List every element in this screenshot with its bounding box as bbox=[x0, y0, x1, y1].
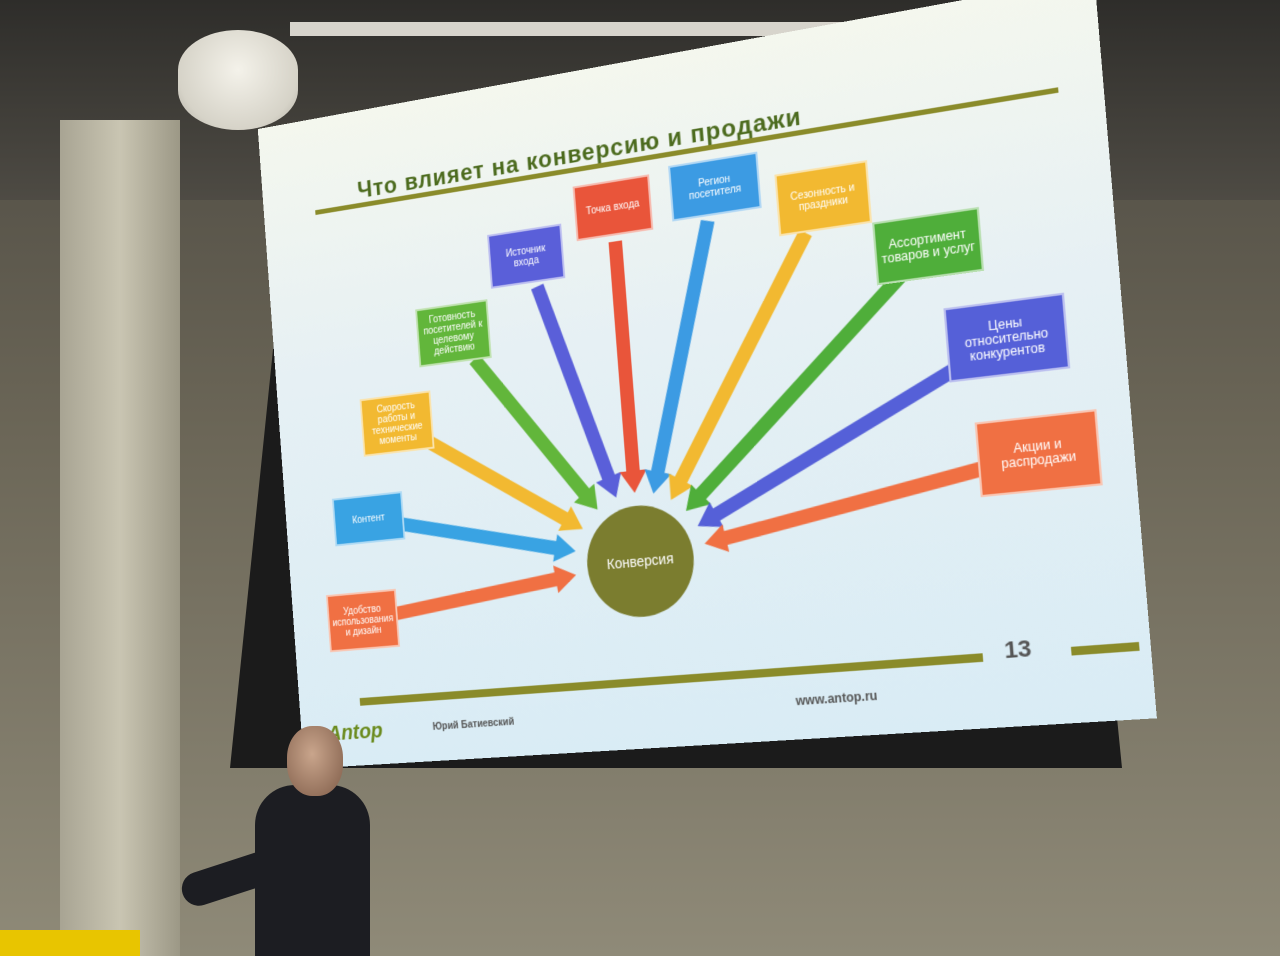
factor-arrow bbox=[421, 415, 583, 545]
yellow-desk bbox=[0, 930, 140, 956]
factor-box: Цены относительно конкурентов bbox=[943, 292, 1071, 383]
factor-arrow bbox=[390, 563, 579, 621]
factor-box: Источник входа bbox=[487, 223, 566, 289]
factor-box: Скорость работы и технические моменты bbox=[359, 390, 435, 457]
factor-box: Контент bbox=[331, 491, 406, 547]
arrows-layer bbox=[390, 217, 1001, 621]
factor-box: Готовность посетителей к целевому действ… bbox=[415, 299, 492, 368]
presenter bbox=[255, 785, 370, 956]
factor-arrow bbox=[626, 217, 736, 495]
factor-arrow bbox=[700, 457, 1001, 555]
page-number: 13 bbox=[1003, 634, 1033, 664]
pillar bbox=[60, 120, 180, 956]
factor-box: Удобство использования и дизайн bbox=[325, 588, 400, 653]
slide-wrapper: Что влияет на конверсию и продажи Удобст… bbox=[250, 0, 1157, 769]
factor-arrow bbox=[530, 274, 623, 505]
factor-box: Акции и распродажи bbox=[974, 409, 1103, 498]
factor-arrow bbox=[601, 239, 649, 495]
ceiling-lamp bbox=[178, 30, 298, 130]
presenter-head bbox=[287, 726, 343, 796]
factor-arrow bbox=[669, 269, 924, 511]
factor-arrow bbox=[468, 340, 598, 522]
factor-box: Точка входа bbox=[572, 174, 654, 242]
slide: Что влияет на конверсию и продажи Удобст… bbox=[257, 0, 1157, 769]
